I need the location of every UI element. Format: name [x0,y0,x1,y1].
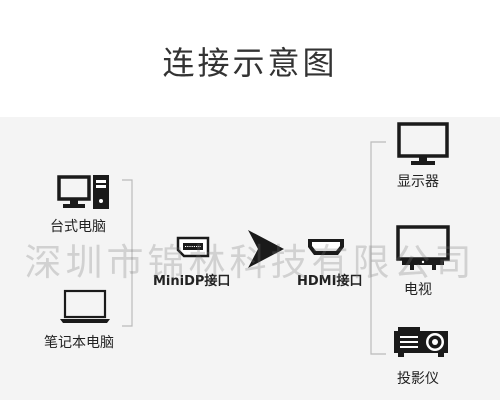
source-label-desktop: 台式电脑 [50,219,106,235]
hdmi-port-icon [308,239,344,255]
source-bracket [122,179,133,327]
target-label-tv: 电视 [404,282,432,298]
projector-icon [394,327,448,357]
monitor-icon [397,122,449,165]
tv-icon [396,225,450,270]
company-watermark: 深圳市锦林科技有限公司 [24,241,476,284]
target-label-monitor: 显示器 [397,174,439,190]
minidp-port-icon [176,236,210,258]
hdmi-label: HDMI接口 [297,274,363,289]
target-bracket [370,141,386,355]
minidp-label: MiniDP接口 [153,274,231,289]
desktop-computer-icon [57,175,109,209]
laptop-icon [60,289,110,323]
target-label-projector: 投影仪 [397,371,439,387]
page-title: 连接示意图 [162,44,338,82]
arrow-right-icon [248,230,284,268]
source-label-laptop: 笔记本电脑 [44,335,114,351]
